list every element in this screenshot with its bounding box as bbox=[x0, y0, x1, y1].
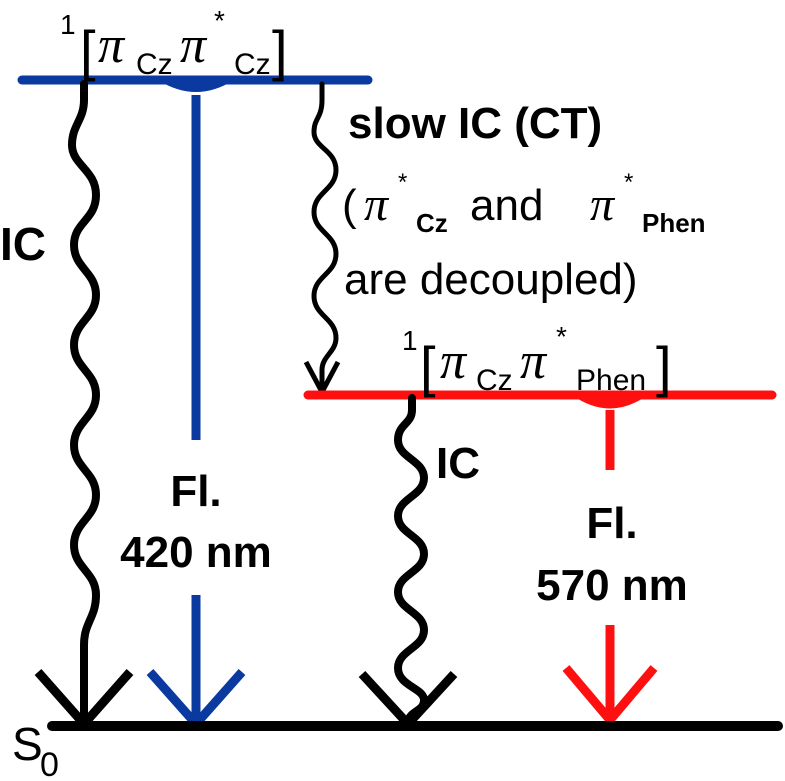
slow-ic-pi-2: π bbox=[590, 178, 616, 231]
slow-ic-label-line1: slow IC (CT) bbox=[348, 99, 602, 148]
ct-pi-2: π bbox=[520, 333, 548, 390]
ct-level bbox=[303, 390, 777, 409]
fl-570-label-line2: 570 nm bbox=[536, 561, 688, 610]
ic-right-wavy-line bbox=[393, 394, 429, 726]
fl-570-label-line1: Fl. bbox=[586, 499, 637, 548]
s1-cz-level bbox=[17, 75, 373, 92]
ct-sub-1: Cz bbox=[476, 364, 513, 397]
slow-ic-arrow bbox=[303, 81, 341, 398]
ground-state: S 0 bbox=[12, 718, 783, 781]
s1-cz-bracket-open: [ bbox=[80, 19, 96, 82]
slow-ic-paren-open: ( bbox=[342, 181, 357, 230]
s1-cz-label: 1 [ π Cz π * Cz ] bbox=[60, 5, 288, 82]
s1-cz-sub-2: Cz bbox=[234, 48, 271, 81]
slow-ic-label: slow IC (CT) ( π * Cz and π * Phen are d… bbox=[342, 99, 706, 304]
slow-ic-sub-1: Cz bbox=[416, 208, 448, 238]
slow-ic-wavy-line bbox=[311, 81, 339, 391]
fl-420-label-line1: Fl. bbox=[170, 467, 221, 516]
ct-level-label: 1 [ π Cz π * Phen ] bbox=[402, 321, 672, 398]
slow-ic-sub-2: Phen bbox=[642, 208, 706, 238]
fl-570-head-shape bbox=[562, 665, 658, 727]
s1-cz-pi-1: π bbox=[98, 17, 126, 74]
ic-left-label: IC bbox=[0, 218, 46, 270]
ic-right-label: IC bbox=[436, 439, 480, 488]
s1-cz-sub-1: Cz bbox=[136, 48, 173, 81]
slow-ic-star-1: * bbox=[398, 169, 407, 196]
ic-left-wavy-line bbox=[67, 80, 101, 722]
ground-subscript: 0 bbox=[40, 746, 59, 781]
fl-420-arrow bbox=[146, 95, 246, 731]
slow-ic-pi-1: π bbox=[364, 178, 390, 231]
ct-multiplicity: 1 bbox=[402, 325, 418, 356]
ct-pi-1: π bbox=[440, 333, 468, 390]
s1-cz-emission-origin bbox=[158, 80, 234, 92]
slow-ic-and: and bbox=[470, 181, 543, 230]
ct-bracket-close: ] bbox=[656, 335, 672, 398]
slow-ic-star-2: * bbox=[624, 169, 633, 196]
ic-left-arrow bbox=[34, 80, 134, 731]
s1-cz-bracket-close: ] bbox=[272, 19, 288, 82]
ct-emission-origin bbox=[572, 395, 648, 409]
s1-cz-pi-2: π bbox=[180, 17, 208, 74]
ground-symbol: S bbox=[12, 718, 43, 770]
slow-ic-label-line3: are decoupled) bbox=[344, 255, 638, 304]
fl-570-arrow bbox=[562, 410, 658, 727]
s1-cz-multiplicity: 1 bbox=[60, 9, 76, 40]
ct-star: * bbox=[556, 321, 567, 352]
fl-420-label-line2: 420 nm bbox=[120, 528, 272, 577]
ct-bracket-open: [ bbox=[420, 335, 436, 398]
s1-cz-star: * bbox=[214, 5, 225, 36]
ct-sub-2: Phen bbox=[576, 364, 646, 397]
